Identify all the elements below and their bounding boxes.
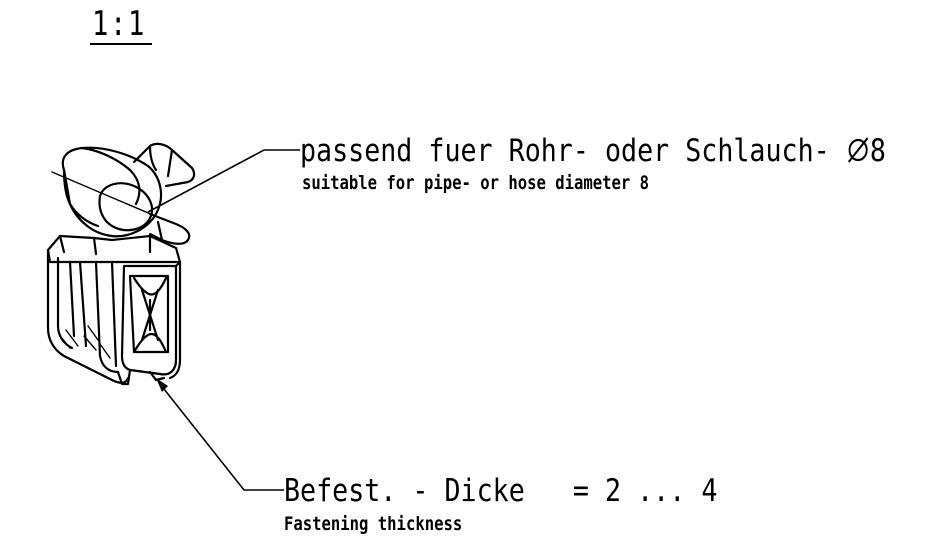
- leader-line-thickness: [159, 383, 284, 491]
- clip-ring-front: [80, 146, 141, 206]
- leader-arrowhead: [156, 378, 168, 392]
- thickness-note-english: Fastening thickness: [284, 513, 463, 535]
- base-feet: [116, 368, 132, 386]
- clip-part-illustration: [46, 142, 196, 386]
- leader-lines: [147, 149, 300, 491]
- base-left-side: [46, 248, 130, 384]
- scale-label: 1:1: [92, 4, 146, 44]
- base-front-face: [94, 260, 120, 374]
- clip-ring-outer: [61, 146, 163, 238]
- thickness-label: Befest. - Dicke: [284, 473, 525, 509]
- spring-window: [120, 264, 178, 376]
- diameter-value: 8: [869, 133, 886, 169]
- thickness-note-german: Befest. - Dicke = 2 ... 4: [284, 473, 717, 509]
- clip-latch-top: [132, 142, 196, 188]
- clip-ring-inner: [98, 182, 154, 232]
- diameter-note-english: suitable for pipe- or hose diameter 8: [302, 172, 650, 194]
- clip-latch-bottom: [148, 212, 191, 245]
- scale-underline: [90, 43, 152, 45]
- diameter-symbol-icon: [847, 137, 868, 163]
- leader-line-diameter: [147, 149, 300, 213]
- diameter-note-german-text: passend fuer Rohr- oder Schlauch-: [300, 133, 830, 169]
- base-block-top: [46, 234, 182, 264]
- spring-element: [132, 276, 168, 296]
- diameter-note-german: passend fuer Rohr- oder Schlauch- 8: [300, 133, 886, 169]
- pipe-axis-line: [51, 171, 161, 219]
- thickness-value: = 2 ... 4: [572, 473, 718, 509]
